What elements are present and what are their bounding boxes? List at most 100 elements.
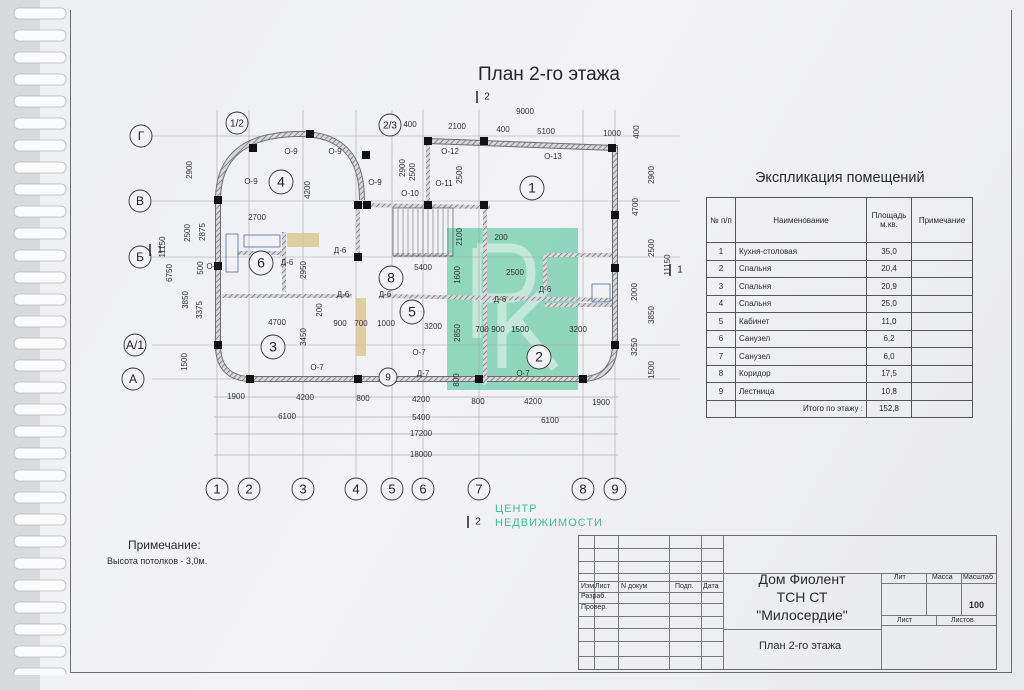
opening-label: О-13 — [544, 152, 562, 161]
binding-ring — [13, 73, 67, 86]
column-marker — [246, 375, 254, 383]
column-marker — [480, 201, 488, 209]
column-marker — [354, 375, 362, 383]
room-number: 3 — [269, 339, 277, 355]
binding-ring — [13, 667, 67, 675]
room-number-circle — [248, 250, 274, 276]
divider — [579, 603, 723, 604]
binding-ring — [13, 403, 67, 416]
table-header: № п/п Наименование Площадь м.кв. Примеча… — [706, 197, 973, 243]
col-axis-label-circle — [205, 477, 229, 501]
page-title: План 2-го этажа — [478, 64, 620, 85]
col-axis-label: 3 — [299, 481, 306, 496]
opening-label: О-9 — [244, 177, 258, 186]
divider — [881, 583, 996, 584]
dimension-top: 5100 — [537, 127, 555, 136]
col-axis-label: 5 — [388, 481, 395, 496]
table-total-row: Итого по этажу : 152,8 — [706, 399, 973, 418]
binding-ring — [13, 535, 67, 548]
lit-label: Лит — [894, 574, 906, 581]
binding-ring — [13, 557, 67, 570]
col-axis-label: 7 — [475, 481, 482, 496]
col-axis-label-circle — [571, 477, 595, 501]
col-axis-label: 9 — [611, 481, 618, 496]
room-number-circle — [519, 175, 545, 201]
column-marker — [214, 341, 222, 349]
divider — [579, 592, 723, 593]
column-marker — [354, 201, 362, 209]
sheet-title: План 2-го этажа — [759, 640, 842, 652]
project-name-2: ТСН СТ — [776, 589, 828, 605]
divider — [579, 616, 723, 617]
dimension-inner: 3450 — [299, 328, 308, 346]
col-axis-label: 4 — [352, 481, 359, 496]
dimension-left: 6750 — [165, 264, 174, 282]
dimension-inner: 3200 — [424, 322, 442, 331]
divider — [881, 615, 996, 616]
binding-ring — [13, 271, 67, 284]
dimension-left: 2900 — [185, 161, 194, 179]
dimension-bottom: 1900 — [227, 392, 245, 401]
opening-label: О-7 — [516, 369, 530, 378]
sinks — [243, 234, 281, 248]
divider — [723, 536, 724, 669]
divider — [579, 628, 723, 629]
dimension-inner: 1600 — [453, 266, 462, 284]
binding-ring — [13, 601, 67, 614]
dimension-inner: 2700 — [248, 213, 266, 222]
divider — [961, 573, 962, 615]
binding-ring — [13, 491, 67, 504]
dimension-bottom: 800 — [356, 394, 370, 403]
col-axis-label: 2 — [245, 481, 252, 496]
divider — [881, 625, 996, 626]
binding-ring — [13, 249, 67, 262]
extra-axis-label-circle — [378, 113, 402, 137]
divider — [579, 656, 723, 657]
column-marker — [306, 130, 314, 138]
opening-label: Д-6 — [379, 290, 392, 299]
header-name: Наименование — [735, 197, 867, 243]
room-number-circle — [378, 265, 404, 291]
spiral-binding — [13, 7, 67, 675]
column-marker — [579, 375, 587, 383]
room-number: 2 — [535, 349, 543, 365]
dimension-right: 11150 — [663, 254, 672, 276]
dimension-top: 2100 — [448, 122, 466, 131]
col-axis-label: 1 — [213, 481, 220, 496]
section-mark-label: 2 — [475, 517, 481, 528]
header-num: № п/п — [706, 197, 736, 243]
divider — [579, 581, 723, 582]
dimension-inner: 1000 — [377, 319, 395, 328]
opening-label: Д-6 — [334, 246, 347, 255]
opening-label: О-7 — [412, 348, 426, 357]
drawing-frame — [70, 10, 1012, 673]
dimension-bottom: 800 — [471, 397, 485, 406]
sheets-label: Листов — [951, 617, 974, 624]
dimension-right: 3850 — [647, 306, 656, 324]
column-marker — [611, 211, 619, 219]
opening-label: Д-6 — [281, 258, 294, 267]
dimension-bottom: 18000 — [410, 450, 433, 459]
opening-label: О-9 — [368, 178, 382, 187]
dimension-bottom: 4200 — [524, 397, 542, 406]
dimension-inner: 5400 — [414, 263, 432, 272]
shower — [591, 283, 611, 303]
stair — [392, 207, 454, 257]
duct-2 — [356, 298, 366, 356]
dimension-bottom: 4200 — [296, 393, 314, 402]
row-axis-label: А/1 — [126, 338, 144, 352]
divider — [723, 629, 881, 630]
room-number: 5 — [408, 304, 416, 320]
dimension-top: 400 — [403, 120, 417, 129]
col-axis-label-circle — [411, 477, 435, 501]
col-axis-label: 8 — [579, 481, 586, 496]
section-mark-label: 1 — [157, 245, 163, 256]
section-mark-label: 2 — [484, 92, 490, 103]
duct-1 — [287, 233, 319, 247]
binding-ring — [13, 425, 67, 438]
